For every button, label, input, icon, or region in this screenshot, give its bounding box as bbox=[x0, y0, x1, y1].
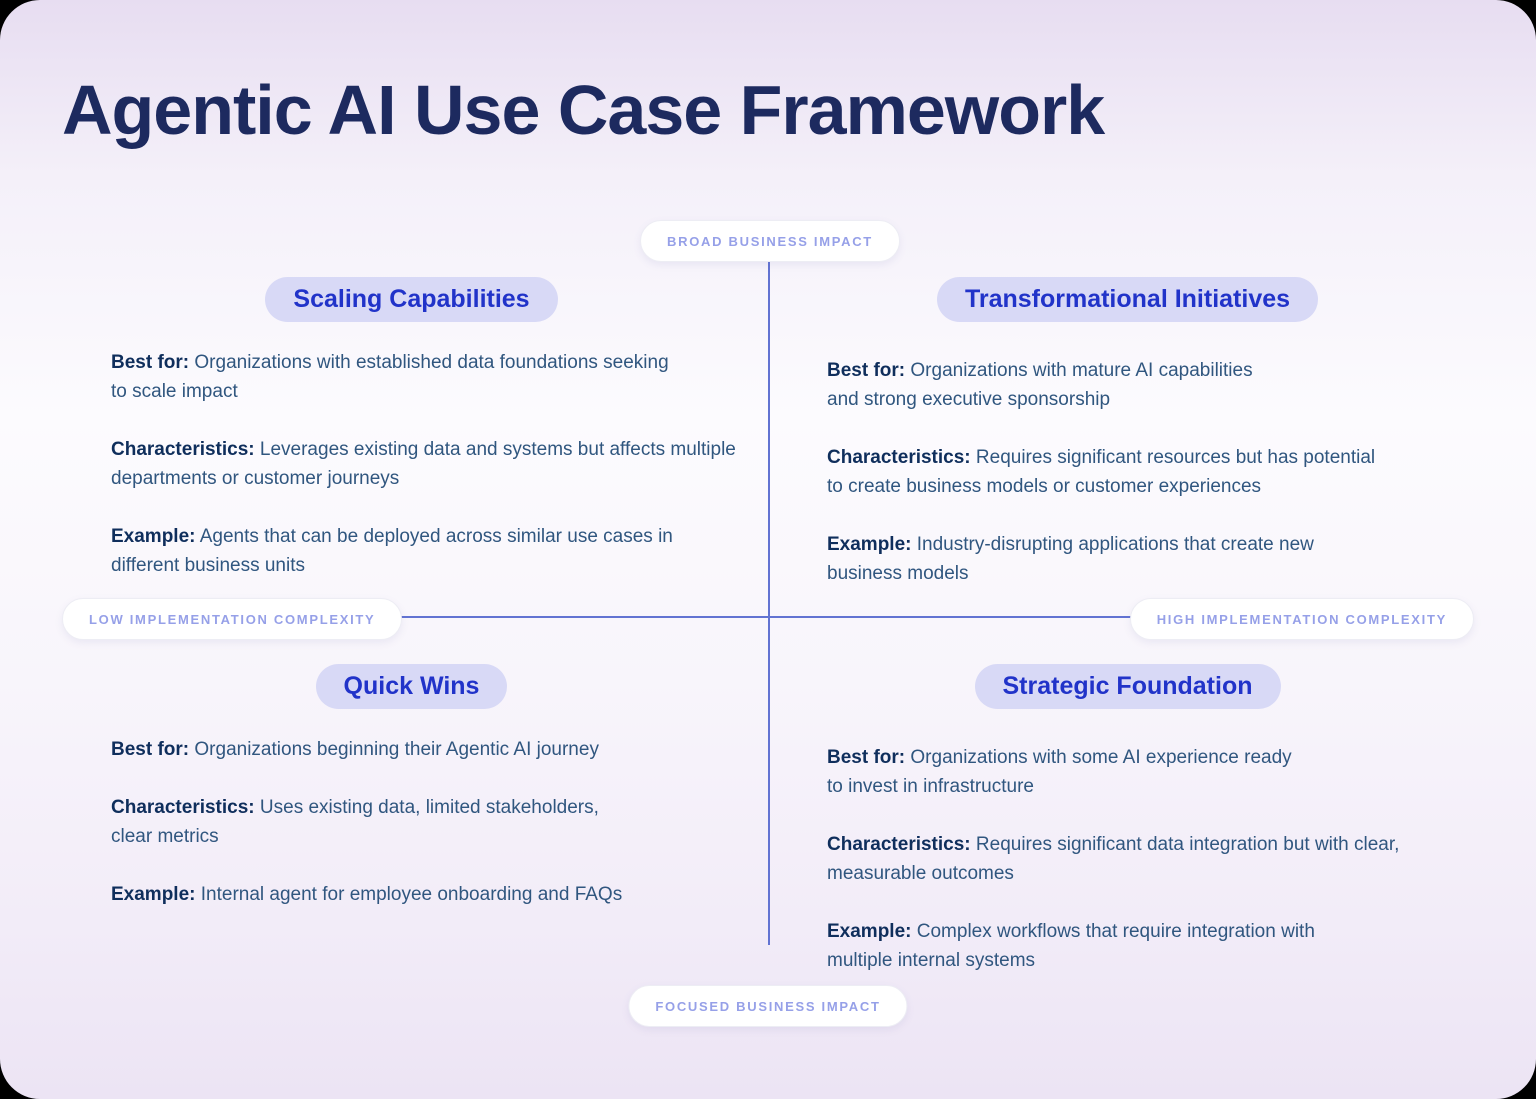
item-label: Best for: bbox=[111, 739, 190, 760]
item-label: Best for: bbox=[827, 360, 906, 381]
item-label: Example: bbox=[111, 884, 196, 905]
axis-label-high-implementation-complexity: HIGH IMPLEMENTATION COMPLEXITY bbox=[1129, 598, 1474, 640]
quadrant-title: Quick Wins bbox=[315, 664, 508, 709]
example-item: Example: Internal agent for employee onb… bbox=[111, 880, 759, 909]
quadrant-quick-wins: Quick Wins Best for: Organizations begin… bbox=[64, 664, 759, 938]
item-label: Example: bbox=[827, 534, 912, 555]
characteristics-item: Characteristics: Requires significant re… bbox=[827, 443, 1475, 501]
characteristics-item: Characteristics: Leverages existing data… bbox=[111, 435, 759, 493]
item-text: Uses existing data, limited stakeholders… bbox=[111, 797, 599, 847]
axis-label-broad-business-impact: BROAD BUSINESS IMPACT bbox=[640, 220, 900, 262]
item-label: Example: bbox=[827, 921, 912, 942]
item-label: Characteristics: bbox=[111, 439, 255, 460]
item-text: Internal agent for employee onboarding a… bbox=[200, 884, 623, 905]
example-item: Example: Industry-disrupting application… bbox=[827, 530, 1475, 588]
item-text: Agents that can be deployed across simil… bbox=[111, 526, 673, 576]
vertical-axis-line bbox=[768, 262, 770, 945]
item-text: Leverages existing data and systems but … bbox=[111, 439, 736, 489]
item-label: Characteristics: bbox=[827, 447, 971, 468]
quadrant-title: Scaling Capabilities bbox=[265, 277, 558, 322]
item-text: Organizations with mature AI capabilitie… bbox=[827, 360, 1253, 410]
quadrant-transformational-initiatives: Transformational Initiatives Best for: O… bbox=[780, 277, 1475, 617]
item-label: Best for: bbox=[111, 352, 190, 373]
example-item: Example: Agents that can be deployed acr… bbox=[111, 522, 759, 580]
item-label: Example: bbox=[111, 526, 196, 547]
item-text: Organizations with established data foun… bbox=[111, 352, 669, 402]
item-label: Best for: bbox=[827, 747, 906, 768]
item-label: Characteristics: bbox=[827, 834, 971, 855]
quadrant-title: Transformational Initiatives bbox=[936, 277, 1319, 322]
best-for-item: Best for: Organizations with mature AI c… bbox=[827, 356, 1475, 414]
characteristics-item: Characteristics: Requires significant da… bbox=[827, 830, 1475, 888]
item-text: Industry-disrupting applications that cr… bbox=[827, 534, 1314, 584]
page-title: Agentic AI Use Case Framework bbox=[62, 71, 1105, 149]
quadrant-strategic-foundation: Strategic Foundation Best for: Organizat… bbox=[780, 664, 1475, 1004]
axis-label-focused-business-impact: FOCUSED BUSINESS IMPACT bbox=[628, 985, 908, 1027]
item-text: Requires significant data integration bu… bbox=[827, 834, 1400, 884]
item-text: Organizations beginning their Agentic AI… bbox=[194, 739, 599, 760]
best-for-item: Best for: Organizations with established… bbox=[111, 348, 759, 406]
quadrant-scaling-capabilities: Scaling Capabilities Best for: Organizat… bbox=[64, 277, 759, 609]
example-item: Example: Complex workflows that require … bbox=[827, 917, 1475, 975]
item-label: Characteristics: bbox=[111, 797, 255, 818]
quadrant-title: Strategic Foundation bbox=[974, 664, 1281, 709]
item-text: Organizations with some AI experience re… bbox=[827, 747, 1292, 797]
characteristics-item: Characteristics: Uses existing data, lim… bbox=[111, 793, 759, 851]
best-for-item: Best for: Organizations beginning their … bbox=[111, 735, 759, 764]
item-text: Requires significant resources but has p… bbox=[827, 447, 1376, 497]
item-text: Complex workflows that require integrati… bbox=[827, 921, 1315, 971]
horizontal-axis-line bbox=[358, 616, 1185, 618]
axis-label-low-implementation-complexity: LOW IMPLEMENTATION COMPLEXITY bbox=[62, 598, 403, 640]
best-for-item: Best for: Organizations with some AI exp… bbox=[827, 743, 1475, 801]
